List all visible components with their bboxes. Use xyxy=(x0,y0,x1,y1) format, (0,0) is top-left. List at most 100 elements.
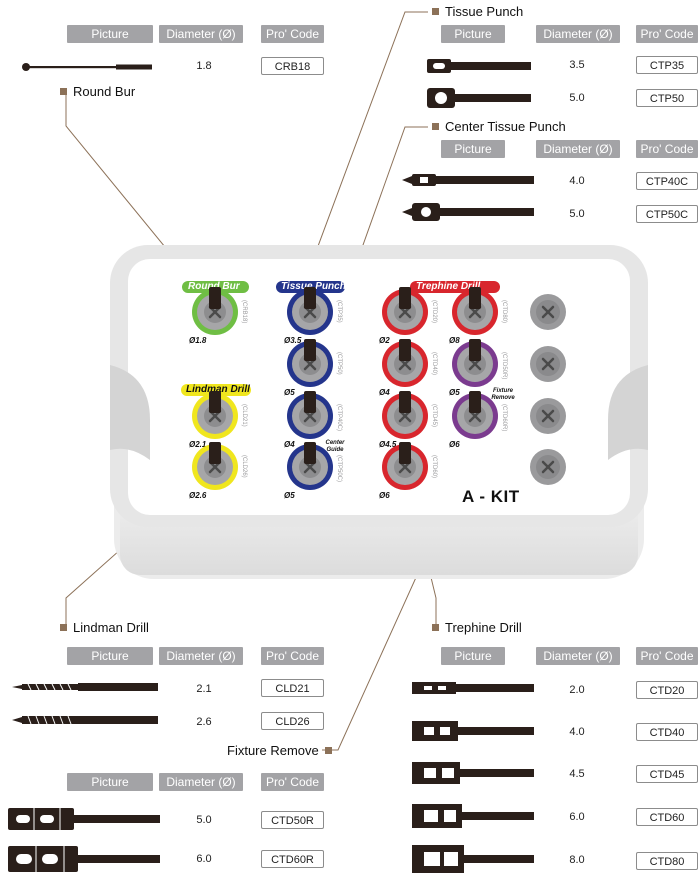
center-tissue-punch-header-code: Pro' Code xyxy=(636,140,698,158)
tissue-punch-diameter-2: 5.0 xyxy=(569,92,585,104)
instrument-rb xyxy=(209,287,221,309)
trephine-drill-code-1: CTD20 xyxy=(636,681,698,699)
instrument-tp4 xyxy=(304,442,316,464)
instrument-tr4 xyxy=(399,442,411,464)
tissue-punch-code-1: CTP35 xyxy=(636,56,698,74)
section-marker-icon xyxy=(432,8,439,15)
fixture-remove-header-diameter: Diameter (Ø) xyxy=(159,773,243,791)
slot-code-ld2: (CLD26) xyxy=(241,455,247,478)
slot-code-tp3: (CTP40C) xyxy=(336,404,342,431)
lindman-drill-code-2: CLD26 xyxy=(261,712,324,730)
kit-label-lindman-drill: Lindman Drill xyxy=(186,384,250,395)
kit-label-round-bur: Round Bur xyxy=(188,281,240,292)
kit-note-center-guide: Center Guide xyxy=(325,440,345,453)
trephine-drill-header-diameter: Diameter (Ø) xyxy=(536,647,620,665)
section-marker-icon xyxy=(324,747,332,754)
trephine-drill-code-3: CTD45 xyxy=(636,765,698,783)
trephine-drill-diameter-2: 4.0 xyxy=(569,726,585,738)
slot-diameter-ld1: Ø2.1 xyxy=(189,440,207,449)
instrument-ld2 xyxy=(209,442,221,464)
trephine-drill-picture-1 xyxy=(412,682,534,694)
slot-diameter-tr3: Ø4.5 xyxy=(379,440,397,449)
slot-code-ld1: (CLD21) xyxy=(241,404,247,427)
center-tissue-punch-picture-1 xyxy=(402,174,534,186)
trephine-drill-picture-4 xyxy=(412,804,534,828)
kit-name: A - KIT xyxy=(462,487,520,506)
slot-diameter-tr2: Ø4 xyxy=(379,388,390,397)
screw-cross-icon xyxy=(541,409,555,423)
slot-code-tr6: (CTD50R) xyxy=(501,352,507,379)
slot-code-tp2: (CTP50) xyxy=(336,352,342,375)
lindman-drill-title: Lindman Drill xyxy=(60,620,149,636)
round-bur-diameter: 1.8 xyxy=(196,60,212,72)
section-marker-icon xyxy=(432,624,439,631)
trephine-drill-diameter-5: 8.0 xyxy=(569,854,585,866)
slot-diameter-tp4: Ø5 xyxy=(284,491,295,500)
fixture-remove-code-2: CTD60R xyxy=(261,850,324,868)
lindman-drill-header-picture: Picture xyxy=(67,647,153,665)
instrument-tr2 xyxy=(399,339,411,361)
fixture-remove-picture-1 xyxy=(8,808,160,830)
screw-cross-icon xyxy=(541,305,555,319)
tissue-punch-picture-1 xyxy=(427,59,531,73)
slot-diameter-rb: Ø1.8 xyxy=(189,336,207,345)
center-tissue-punch-diameter-1: 4.0 xyxy=(569,175,585,187)
lindman-drill-code-1: CLD21 xyxy=(261,679,324,697)
slot-diameter-ld2: Ø2.6 xyxy=(189,491,207,500)
center-tissue-punch-code-2: CTP50C xyxy=(636,205,698,223)
slot-diameter-tp2: Ø5 xyxy=(284,388,295,397)
slot-diameter-tr5: Ø8 xyxy=(449,336,460,345)
kit-label-trephine-drill: Trephine Drill xyxy=(416,281,481,292)
tissue-punch-title: Tissue Punch xyxy=(432,4,523,20)
slot-diameter-tr1: Ø2 xyxy=(379,336,390,345)
trephine-drill-diameter-4: 6.0 xyxy=(569,811,585,823)
lindman-drill-diameter-2: 2.6 xyxy=(196,716,212,728)
lindman-drill-header-code: Pro' Code xyxy=(261,647,324,665)
trephine-drill-picture-2 xyxy=(412,721,534,741)
slot-diameter-tr4: Ø6 xyxy=(379,491,390,500)
center-tissue-punch-header-diameter: Diameter (Ø) xyxy=(536,140,620,158)
tissue-punch-header-picture: Picture xyxy=(441,25,505,43)
trephine-drill-title: Trephine Drill xyxy=(432,620,522,636)
tissue-punch-diameter-1: 3.5 xyxy=(569,59,585,71)
section-marker-icon xyxy=(60,88,67,95)
fixture-remove-code-1: CTD50R xyxy=(261,811,324,829)
instrument-tp1 xyxy=(304,287,316,309)
round-bur-header-diameter: Diameter (Ø) xyxy=(159,25,243,43)
center-tissue-punch-header-picture: Picture xyxy=(441,140,505,158)
kit-note-fixture-remove: Fixture Remove xyxy=(491,388,515,401)
instrument-tr5 xyxy=(469,287,481,309)
tissue-punch-header-code: Pro' Code xyxy=(636,25,698,43)
trephine-drill-code-4: CTD60 xyxy=(636,808,698,826)
instrument-tr3 xyxy=(399,391,411,413)
round-bur-picture xyxy=(22,63,152,71)
trephine-drill-picture-3 xyxy=(412,762,534,784)
lindman-drill-diameter-1: 2.1 xyxy=(196,683,212,695)
tissue-punch-code-2: CTP50 xyxy=(636,89,698,107)
slot-diameter-tr7: Ø6 xyxy=(449,440,460,449)
a-kit-tray xyxy=(110,245,648,579)
lindman-drill-picture-2 xyxy=(12,715,158,725)
fixture-remove-header-picture: Picture xyxy=(67,773,153,791)
fixture-remove-diameter-1: 5.0 xyxy=(196,814,212,826)
center-tissue-punch-diameter-2: 5.0 xyxy=(569,208,585,220)
slot-code-tr7: (CTD60R) xyxy=(501,404,507,431)
slot-diameter-tr6: Ø5 xyxy=(449,388,460,397)
lindman-drill-header-diameter: Diameter (Ø) xyxy=(159,647,243,665)
trephine-drill-code-2: CTD40 xyxy=(636,723,698,741)
section-marker-icon xyxy=(432,123,439,130)
slot-code-rb: (CRB18) xyxy=(241,300,247,323)
fixture-remove-header-code: Pro' Code xyxy=(261,773,324,791)
fixture-remove-title: Fixture Remove xyxy=(227,743,332,759)
instrument-tr1 xyxy=(399,287,411,309)
slot-code-tr5: (CTD80) xyxy=(501,300,507,323)
instrument-ld1 xyxy=(209,391,221,413)
round-bur-title: Round Bur xyxy=(60,84,135,100)
trephine-drill-header-picture: Picture xyxy=(441,647,505,665)
kit-label-tissue-punch: Tissue Punch xyxy=(281,281,346,292)
slot-code-tr1: (CTD20) xyxy=(431,300,437,323)
instrument-tr6 xyxy=(469,339,481,361)
lindman-drill-picture-1 xyxy=(12,683,158,691)
center-tissue-punch-code-1: CTP40C xyxy=(636,172,698,190)
